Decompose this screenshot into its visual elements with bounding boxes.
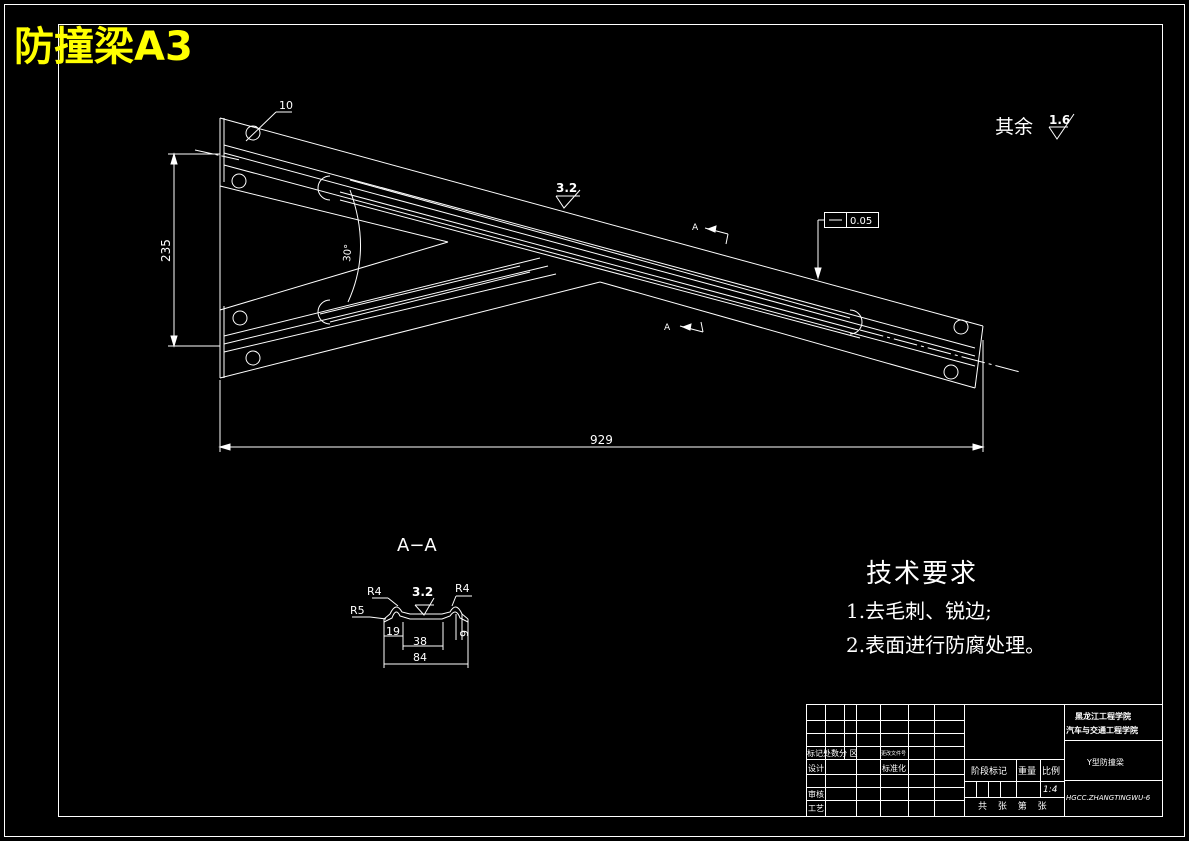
section-mark-bottom-label: A [664,323,671,333]
height-dimension [168,152,220,348]
flatness-text: 0.05 [850,216,872,227]
hole-dimension [245,111,292,142]
surface-rest-label: 其余 [995,116,1033,138]
length-dim-text: 929 [590,433,613,447]
beam-main-view [194,117,1021,389]
angle-dimension [347,189,361,303]
tech-req-item-2: 2.表面进行防腐处理。 [846,633,1045,657]
section-r5: R5 [350,604,365,617]
sheet-count: 共 张 第 张 [978,800,1051,812]
review-label: 审核 [808,789,824,799]
scale-value: 1:4 [1043,785,1058,795]
section-title: A−A [397,535,437,556]
roughness-symbol-rest [1048,113,1075,140]
rev-headers: 标记处数分 区 [807,748,858,758]
stage-label: 阶段标记 [971,765,1007,777]
school-line-2: 汽车与交通工程学院 [1066,725,1138,735]
height-dim-text: 235 [159,239,173,262]
process-label: 工艺 [808,804,824,813]
section-mark-bottom [679,321,704,333]
tech-req-item-1: 1.去毛刺、锐边; [846,599,992,623]
surface-rest-value: 1.6 [1049,113,1070,127]
hole-dim-text: 10 [279,99,293,112]
rev-extra: 更改文件号 [881,750,906,757]
section-d38: 38 [413,635,427,648]
length-dimension [218,340,985,452]
roughness-symbol-main [555,189,581,209]
inner-border [58,24,1163,817]
section-mark-top [704,225,729,245]
section-d19: 19 [386,625,400,638]
section-r4-right: R4 [455,582,470,595]
part-name: Y型防撞梁 [1086,757,1124,767]
roughness-main-text: 3.2 [556,181,577,195]
title-block-grid [806,704,1163,817]
section-d9: 9 [458,630,471,637]
standardization-label: 标准化 [882,763,906,773]
angle-dim-text: 30° [342,244,355,263]
scale-label: 比例 [1042,765,1060,777]
section-d84: 84 [413,651,427,664]
drawing-number: HGCC.ZHANGTINGWU-6 [1066,794,1151,802]
design-label: 设计 [808,763,824,773]
tech-req-heading: 技术要求 [866,559,978,589]
outer-border [4,4,1185,837]
section-roughness: 3.2 [412,585,433,599]
section-r4-left: R4 [367,585,382,598]
weight-label: 重量 [1018,765,1036,777]
flatness-frame [814,212,879,280]
drawing-title: 防撞梁A3 [14,24,193,70]
section-mark-top-label: A [692,223,699,233]
section-profile [352,595,472,668]
school-line-1: 黑龙江工程学院 [1075,711,1131,721]
